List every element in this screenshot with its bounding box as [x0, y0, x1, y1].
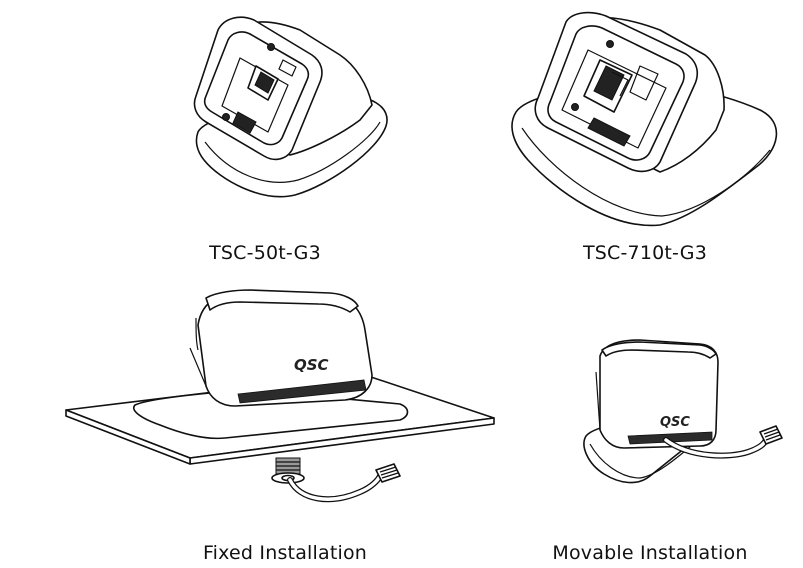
fixed-installation-caption: Fixed Installation: [202, 542, 368, 564]
qsc-logo: QSC: [660, 415, 690, 430]
fixed-installation-illustration: QSC: [65, 289, 495, 503]
qsc-logo: QSC: [294, 356, 329, 374]
tsc50-caption: TSC-50t-G3: [209, 242, 321, 264]
screw-hole-icon: [222, 113, 230, 121]
tsc710-caption: TSC-710t-G3: [582, 242, 708, 264]
screw-hole-icon: [267, 43, 275, 51]
speaker-grille: [237, 379, 367, 404]
movable-installation-caption: Movable Installation: [552, 542, 748, 564]
tsc50-device-illustration: [193, 16, 388, 198]
screw-hole-icon: [606, 40, 614, 48]
speaker-grille: [627, 431, 713, 445]
movable-installation-illustration: QSC: [583, 339, 783, 484]
screw-hole-icon: [571, 103, 579, 111]
tsc710-device-illustration: [511, 11, 778, 227]
